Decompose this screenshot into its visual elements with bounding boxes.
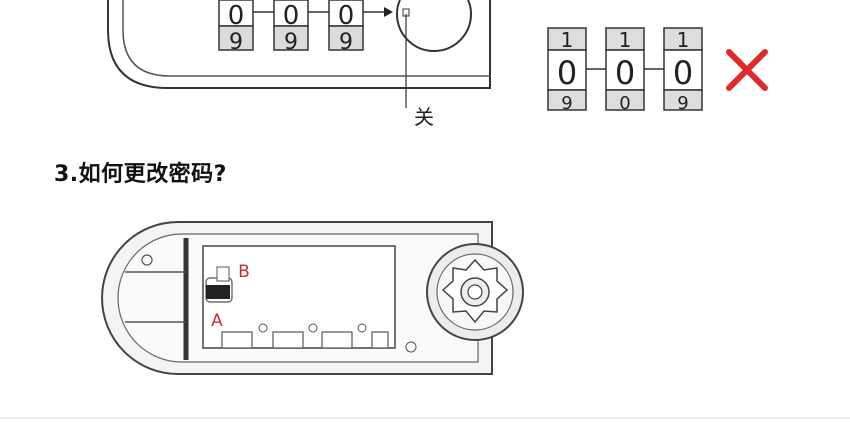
top-dial-1-bottom: 9 <box>229 30 243 55</box>
wrong-dial-3-top: 1 <box>677 28 690 52</box>
top-dial-3-bottom: 9 <box>339 30 353 55</box>
wrong-dial-1 <box>547 27 587 111</box>
top-dial-3 <box>328 0 364 51</box>
top-dial-2-bottom: 9 <box>284 30 298 55</box>
wrong-example: 1 1 1 0 0 0 9 0 9 <box>547 27 768 114</box>
wrong-dial-1-bottom: 9 <box>561 93 572 114</box>
wrong-dial-2 <box>605 27 645 111</box>
wrong-dial-2-bottom: 0 <box>619 93 630 114</box>
wrong-dial-1-mid: 0 <box>557 54 577 92</box>
top-dial-2 <box>273 0 309 51</box>
off-label: 关 <box>414 105 434 129</box>
wrong-dial-3 <box>663 27 703 111</box>
arrow-right-icon <box>384 7 393 17</box>
top-dial-1-top: 0 <box>228 1 245 31</box>
wrong-dial-2-top: 1 <box>619 28 632 52</box>
top-dial-2-top: 0 <box>283 1 300 31</box>
wrong-dial-3-bottom: 9 <box>677 93 688 114</box>
wrong-dial-2-mid: 0 <box>615 54 635 92</box>
knob-circle <box>395 0 473 52</box>
label-a: A <box>211 311 223 331</box>
wrong-x-icon <box>726 49 768 91</box>
top-dial-1 <box>218 0 254 51</box>
wrong-dial-1-top: 1 <box>561 28 574 52</box>
label-b: B <box>238 262 250 282</box>
reset-switch <box>206 285 230 299</box>
top-lock-diagram: 0 0 0 9 9 9 关 <box>107 0 491 129</box>
bottom-lock-diagram: B A <box>101 221 524 375</box>
wrong-dial-3-mid: 0 <box>673 54 693 92</box>
top-dial-3-top: 0 <box>338 1 355 31</box>
section-heading: 3.如何更改密码? <box>54 162 227 187</box>
